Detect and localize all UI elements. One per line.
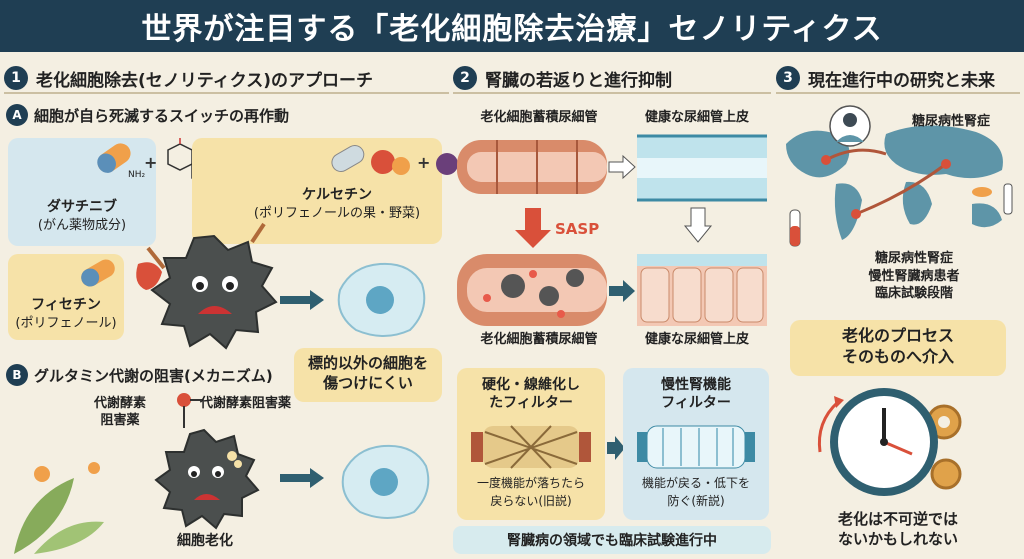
- subsection-a-header: A 細胞が自ら死滅するスイッチの再作動: [6, 104, 289, 126]
- inhibitor-left-label: 代謝酵素 阻害薬: [93, 396, 146, 428]
- dasatinib-panel: + NH₂ ダサチニブ (がん薬物成分): [8, 138, 223, 246]
- fibrosis-line-2: たフィルター: [489, 395, 573, 412]
- nh2-label: NH₂: [128, 170, 146, 180]
- aged-tubule-top-label: 老化細胞蓄積尿細管: [480, 110, 598, 125]
- quercetin-note: (ポリフェノールの果・野菜): [253, 206, 421, 221]
- ckd-filter-line-1: 慢性腎機能: [661, 377, 731, 393]
- trial-list-item-2: 慢性腎臓病患者: [868, 268, 960, 284]
- dasatinib-note: (がん薬物成分): [37, 218, 127, 233]
- section-approach: 1 老化細胞除去(セノリティクス)のアプローチ A 細胞が自ら死滅するスイッチの…: [4, 58, 546, 554]
- quercetin-name: ケルセチン: [302, 187, 372, 203]
- arrow-right-icon-c: [608, 154, 636, 180]
- subsection-a-title: 細胞が自ら死滅するスイッチの再作動: [34, 106, 290, 125]
- aged-tubule-sasp-icon: [457, 254, 607, 326]
- leaf-decoration-icon: [14, 462, 104, 554]
- section-2-number: 2: [453, 66, 477, 90]
- clinical-trial-banner: 腎臓病の領域でも臨床試験進行中: [453, 526, 771, 554]
- diabetic-nephropathy-label: 糖尿病性腎症: [911, 114, 990, 129]
- section-2-header: 2 腎臓の若返りと進行抑制: [453, 64, 771, 94]
- sasp-arrow-icon: [515, 208, 551, 248]
- target-note-line-2: 傷つけにくい: [323, 373, 413, 392]
- badge-b: B: [6, 364, 28, 386]
- badge-a: A: [6, 104, 28, 126]
- old-theory-panel: 硬化・線維化し たフィルター 一度機能が落ちたら 戻らない(旧説): [457, 368, 605, 520]
- trial-list-item-1: 糖尿病性腎症: [874, 251, 953, 266]
- ckd-filter-line-2: フィルター: [661, 395, 731, 412]
- section-1-header: 1 老化細胞除去(セノリティクス)のアプローチ: [4, 64, 449, 94]
- subsection-b-title: グルタミン代謝の阻害(メカニズム): [34, 366, 273, 385]
- aged-tubule-icon: [457, 140, 607, 194]
- arrow-right-icon: [280, 290, 324, 310]
- new-theory-line-2: 防ぐ(新説): [667, 494, 725, 508]
- healthy-cell-icon-b: [341, 444, 430, 519]
- arrow-right-icon-e: [607, 436, 625, 460]
- healthy-cell-icon: [337, 262, 426, 337]
- healthy-tubule-top-label: 健康な尿細管上皮: [644, 110, 749, 125]
- svg-text:+: +: [144, 153, 157, 172]
- section-2-title: 腎臓の若返りと進行抑制: [485, 70, 672, 91]
- new-theory-panel: 慢性腎機能 フィルター 機能が戻る・低下を 防ぐ(新説): [623, 368, 769, 520]
- fibrosis-line-1: 硬化・線維化し: [482, 377, 580, 393]
- healthy-filter-icon: [637, 425, 755, 469]
- fisetin-note: (ポリフェノール): [15, 316, 117, 331]
- page-title: 世界が注目する「老化細胞除去治療」セノリティクス: [0, 0, 1024, 52]
- section-3-header: 3 現在進行中の研究と未来: [776, 64, 1020, 94]
- old-theory-line-2: 戻らない(旧説): [490, 494, 572, 508]
- senescence-label: 細胞老化: [177, 533, 233, 549]
- target-note-panel: 標的以外の細胞を 傷つけにくい: [294, 348, 442, 402]
- section-3-number: 3: [776, 66, 800, 90]
- arrow-right-icon-b: [280, 468, 324, 488]
- healthy-tubule-icon: [637, 134, 767, 202]
- irreversible-line-1: 老化は不可逆では: [837, 510, 958, 528]
- aged-tubule-bottom-label: 老化細胞蓄積尿細管: [480, 332, 598, 347]
- aging-intervention-line-2: そのものへ介入: [841, 346, 954, 366]
- section-kidney: 2 腎臓の若返りと進行抑制 老化細胞蓄積尿細管 健康な尿細管上皮 SASP: [453, 58, 771, 554]
- world-map-icon: [786, 125, 1013, 247]
- aging-intervention-panel: 老化のプロセス そのものへ介入: [790, 320, 1006, 376]
- fisetin-name: フィセチン: [31, 297, 101, 313]
- trial-list-item-3: 臨床試験段階: [874, 286, 953, 302]
- irreversible-line-2: ないかもしれない: [837, 529, 958, 548]
- senescent-cell-icon: [146, 222, 278, 350]
- doctor-avatar-icon: [829, 105, 871, 147]
- section-1-number: 1: [4, 66, 28, 90]
- svg-text:+: +: [417, 153, 430, 172]
- arrow-right-icon-d: [609, 280, 635, 302]
- new-theory-line-1: 機能が戻る・低下を: [641, 476, 750, 490]
- clock-icon: [817, 388, 962, 496]
- subsection-b-header: B グルタミン代謝の阻害(メカニズム): [6, 364, 273, 386]
- trial-list: 糖尿病性腎症 慢性腎臓病患者 臨床試験段階: [824, 250, 1004, 303]
- healthy-tubule-bottom-label: 健康な尿細管上皮: [644, 332, 749, 347]
- arrow-down-icon: [683, 207, 713, 243]
- fisetin-panel: フィセチン (ポリフェノール): [8, 254, 162, 340]
- inhibitor-pin-icon: [177, 393, 202, 428]
- section-1-title: 老化細胞除去(セノリティクス)のアプローチ: [36, 70, 374, 91]
- irreversible-note: 老化は不可逆では ないかもしれない: [790, 510, 1006, 549]
- dasatinib-name: ダサチニブ: [47, 199, 117, 215]
- sasp-label: SASP: [555, 220, 600, 238]
- aged-cell-icon: [154, 428, 260, 530]
- fisetin-icon: [81, 259, 162, 290]
- section-3-title: 現在進行中の研究と未来: [808, 70, 995, 91]
- aging-intervention-line-1: 老化のプロセス: [841, 326, 954, 345]
- fibrotic-filter-icon: [471, 425, 591, 469]
- section-research: 3 現在進行中の研究と未来 糖尿病性腎症 糖尿病性腎症 慢性腎臓病患者 臨床試験…: [776, 58, 1020, 554]
- old-theory-line-1: 一度機能が落ちたら: [476, 476, 585, 490]
- target-note-line-1: 標的以外の細胞を: [307, 354, 428, 372]
- inhibitor-right-label: 代謝酵素阻害薬: [200, 396, 292, 411]
- healthy-epithelium-icon: [637, 254, 767, 326]
